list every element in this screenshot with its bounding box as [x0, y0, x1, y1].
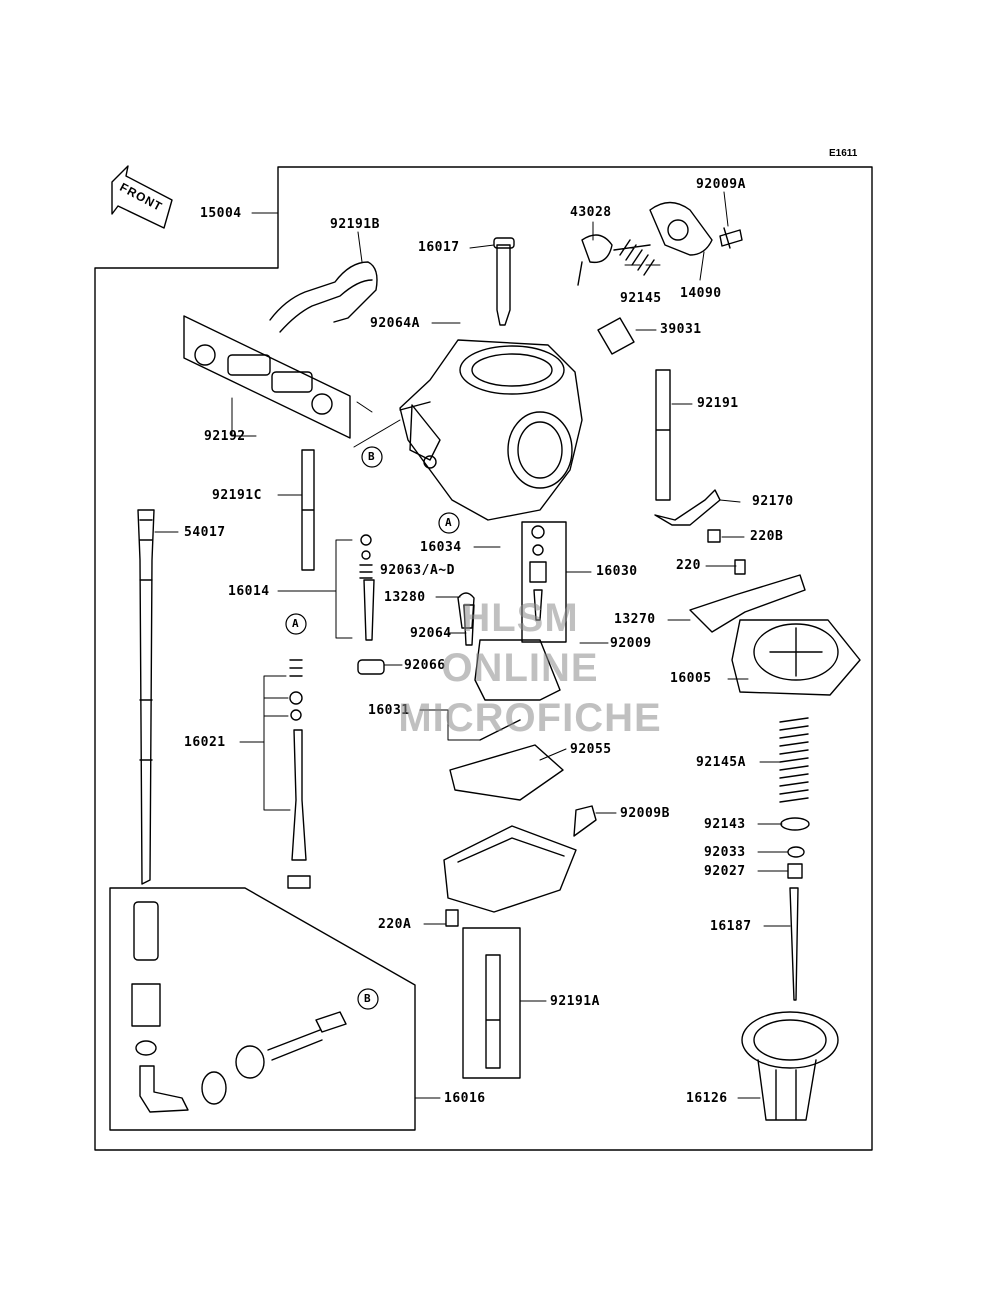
- part-13280: [457, 592, 475, 629]
- label-92055: 92055: [570, 742, 612, 757]
- needle-16187-part: [789, 887, 799, 1001]
- label-16017: 16017: [418, 240, 460, 255]
- carburetor-body-part: [399, 339, 583, 521]
- label-16187: 16187: [710, 919, 752, 934]
- label-92191: 92191: [697, 396, 739, 411]
- inset-tube-part: [133, 901, 159, 961]
- label-92027: 92027: [704, 864, 746, 879]
- callout-circle-b-lower: [357, 988, 379, 1010]
- watermark-line3: MICROFICHE: [398, 696, 662, 740]
- plug-92066-part: [357, 659, 385, 675]
- label-14090: 14090: [680, 286, 722, 301]
- seat-92143-part: [780, 817, 810, 831]
- main-frame: [94, 166, 873, 1151]
- label-92033: 92033: [704, 845, 746, 860]
- label-92064a: 92064A: [370, 316, 420, 331]
- label-43028: 43028: [570, 205, 612, 220]
- pilot-screw-16021-part: [291, 729, 307, 861]
- screw-92009b-part: [573, 805, 597, 837]
- callout-b-lower: B: [364, 992, 372, 1005]
- callout-b-upper: B: [368, 450, 376, 463]
- label-92191b: 92191B: [330, 217, 380, 232]
- gasket-sheet-part: [183, 315, 351, 439]
- cable-54017-part: [137, 509, 155, 885]
- float-16031-part: [474, 639, 561, 701]
- callout-circle-b-upper: [361, 446, 383, 468]
- gasket-92055-part: [449, 744, 564, 801]
- label-16005: 16005: [670, 671, 712, 686]
- cover-14090-part: [649, 201, 713, 256]
- clip-92033-part: [787, 846, 805, 858]
- clip-92170-part: [654, 489, 721, 526]
- callout-a-upper: A: [445, 516, 453, 529]
- plunger-16017-part: [496, 244, 511, 326]
- inset-nut-part: [131, 983, 161, 1027]
- label-39031: 39031: [660, 322, 702, 337]
- label-92191c: 92191C: [212, 488, 262, 503]
- screw-92009a-part: [719, 227, 743, 249]
- float-bowl-part: [443, 825, 577, 913]
- label-92063: 92063/A~D: [380, 563, 455, 578]
- label-16034: 16034: [420, 540, 462, 555]
- label-16031: 16031: [368, 703, 410, 718]
- bracket-13270-part: [689, 574, 806, 633]
- label-92145a: 92145A: [696, 755, 746, 770]
- inset-frame: [109, 887, 416, 1131]
- callout-circle-a-lower: [285, 613, 307, 635]
- watermark-line2: ONLINE: [441, 646, 599, 690]
- label-92009a: 92009A: [696, 177, 746, 192]
- label-13280: 13280: [384, 590, 426, 605]
- screw-220b-part: [707, 529, 721, 543]
- needle-set-16014-part: [363, 579, 375, 641]
- label-92170: 92170: [752, 494, 794, 509]
- label-16126: 16126: [686, 1091, 728, 1106]
- watermark-line1: HLSM: [461, 596, 579, 640]
- inset-elbow-part: [139, 1065, 189, 1113]
- callout-circle-a-upper: [438, 512, 460, 534]
- top-cover-16005-part: [731, 619, 861, 696]
- label-220: 220: [676, 558, 701, 573]
- diaphragm-43028-part: [577, 234, 613, 286]
- label-220b: 220B: [750, 529, 784, 544]
- label-16021: 16021: [184, 735, 226, 750]
- part-92064: [463, 604, 475, 646]
- label-16030: 16030: [596, 564, 638, 579]
- tube-92191c-part: [301, 449, 315, 571]
- piston-16126-part: [741, 1011, 839, 1069]
- label-92143: 92143: [704, 817, 746, 832]
- label-92192: 92192: [204, 429, 246, 444]
- spring-92145-part: [613, 239, 655, 276]
- washer-92027-part: [787, 863, 803, 879]
- sleeve-39031-part: [597, 317, 635, 355]
- label-15004: 15004: [200, 206, 242, 221]
- label-92066: 92066: [404, 658, 446, 673]
- spring-92145a-part: [779, 717, 809, 803]
- label-92009b: 92009B: [620, 806, 670, 821]
- label-54017: 54017: [184, 525, 226, 540]
- label-92191a: 92191A: [550, 994, 600, 1009]
- screw-220a-part: [445, 909, 459, 927]
- label-92064: 92064: [410, 626, 452, 641]
- front-arrow-icon: [111, 165, 173, 229]
- label-220a: 220A: [378, 917, 412, 932]
- tube-92191-part: [655, 369, 671, 501]
- label-92145: 92145: [620, 291, 662, 306]
- label-13270: 13270: [614, 612, 656, 627]
- label-16016: 16016: [444, 1091, 486, 1106]
- label-92009: 92009: [610, 636, 652, 651]
- hose-92191b-part: [269, 261, 378, 333]
- diagram-code: E1611: [829, 148, 858, 159]
- callout-a-lower: A: [292, 617, 300, 630]
- label-16014: 16014: [228, 584, 270, 599]
